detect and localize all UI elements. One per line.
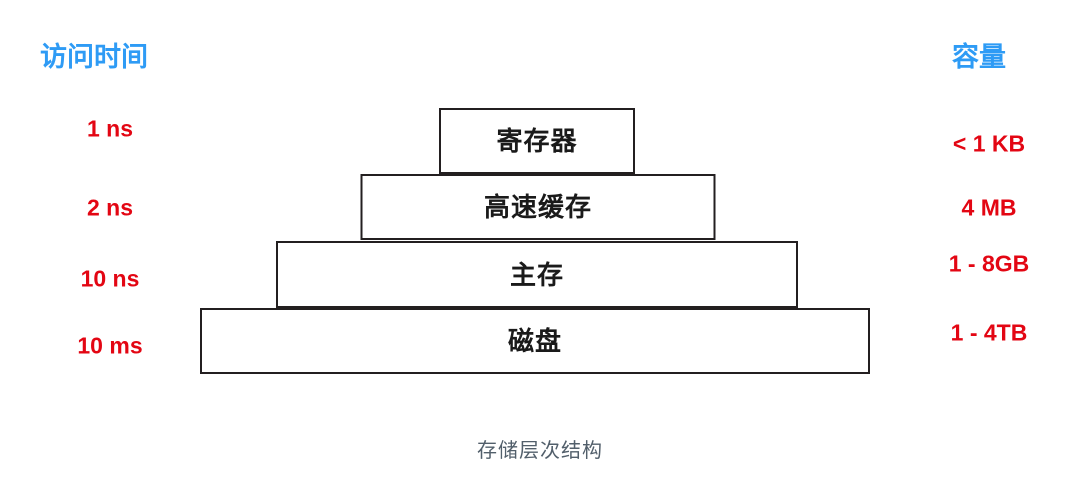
capacity-column-header: 容量 [952,42,1006,72]
access-time-label-register: 1 ns [86,115,134,142]
tier-label-cache: 高速缓存 [483,192,592,222]
tier-box-cache: 高速缓存 [360,174,716,240]
capacity-label-main-memory: 1 - 8GB [948,250,1030,277]
tier-label-register: 寄存器 [496,126,578,156]
tier-label-disk: 磁盘 [507,326,562,356]
tier-box-main-memory: 主存 [276,241,798,308]
tier-box-disk: 磁盘 [200,308,870,374]
diagram-caption: 存储层次结构 [477,440,603,462]
access-time-label-cache: 2 ns [86,194,134,221]
tier-label-main-memory: 主存 [509,259,564,290]
tier-box-register: 寄存器 [439,108,635,174]
access-time-label-main-memory: 10 ns [80,265,140,292]
capacity-label-disk: 1 - 4TB [950,319,1028,346]
capacity-label-register: < 1 KB [952,130,1026,157]
access-time-column-header: 访问时间 [40,42,148,72]
capacity-label-cache: 4 MB [961,194,1017,221]
access-time-label-disk: 10 ms [77,332,143,359]
